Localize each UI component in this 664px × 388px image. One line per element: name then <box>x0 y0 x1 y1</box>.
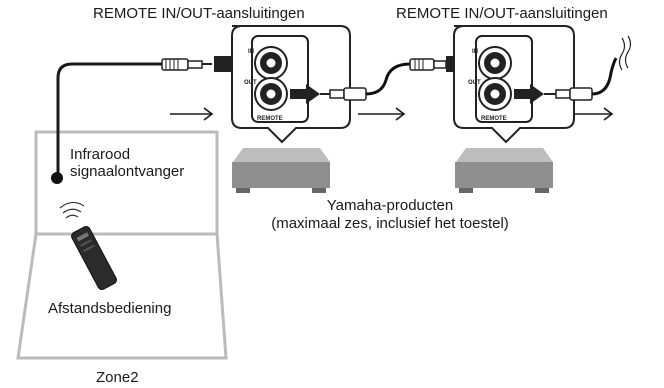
flow-arrow-2 <box>358 107 406 121</box>
panel1-remote-label: REMOTE <box>257 116 283 122</box>
panel2-remote-label: REMOTE <box>481 116 507 122</box>
panel2-in-label: IN <box>472 49 478 55</box>
ir-receiver-label-line2: signaalontvanger <box>70 163 185 180</box>
panel-remote-1: IN OUT REMOTE <box>231 25 351 144</box>
plug-panel1-in <box>161 58 212 71</box>
yamaha-products-label-line2: (maximaal zes, inclusief het toestel) <box>271 215 509 232</box>
zone2-label: Zone2 <box>96 369 139 386</box>
arrow-out-of-panel1 <box>290 84 320 104</box>
ir-receiver-cable <box>56 62 162 176</box>
panel-remote-2: IN OUT REMOTE <box>453 25 575 144</box>
ir-receiver-dot <box>51 172 63 184</box>
arrow-out-of-panel2 <box>514 84 544 104</box>
panel1-out-label: OUT <box>244 80 257 86</box>
cable-panel2-onwards <box>544 35 632 101</box>
yamaha-device-1 <box>232 148 330 193</box>
flow-arrow-3 <box>574 107 614 121</box>
remote-jacks-label-left: REMOTE IN/OUT-aansluitingen <box>93 5 305 22</box>
remote-control-icon <box>59 201 117 291</box>
panel1-in-label: IN <box>248 49 254 55</box>
yamaha-device-2 <box>455 148 553 193</box>
remote-jacks-label-right: REMOTE IN/OUT-aansluitingen <box>396 5 608 22</box>
ir-receiver-label-line1: Infrarood <box>70 146 131 163</box>
cable-panel1-to-panel2 <box>320 58 447 101</box>
panel2-out-label: OUT <box>468 80 481 86</box>
remote-control-label: Afstandsbediening <box>48 300 172 317</box>
yamaha-products-label-line1: Yamaha-producten <box>326 197 454 214</box>
signal-flow-arrows <box>170 107 614 121</box>
zone2-room <box>16 130 228 360</box>
flow-arrow-1 <box>170 107 214 121</box>
